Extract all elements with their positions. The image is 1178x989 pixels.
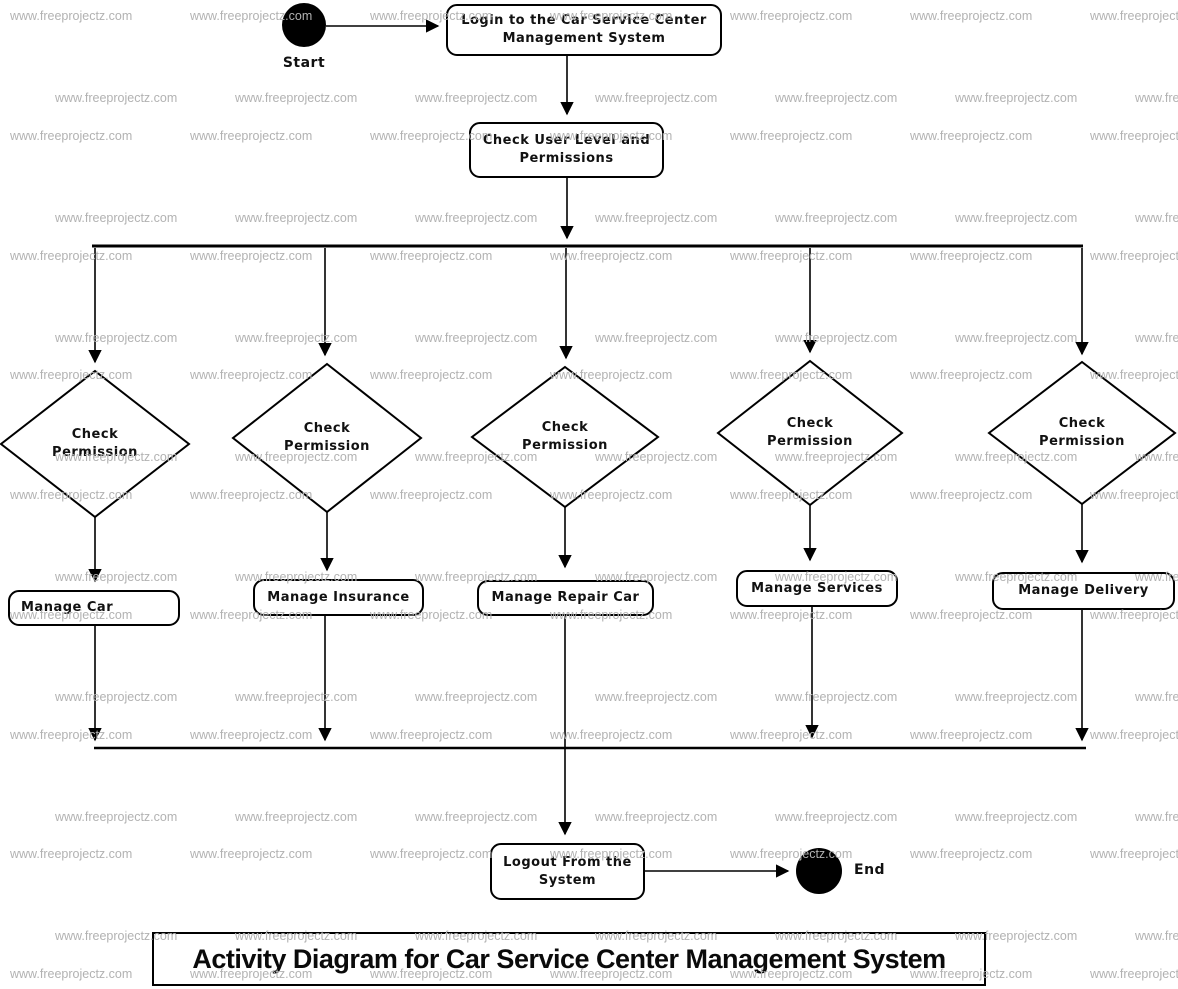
decision-diamond-1	[0, 369, 191, 519]
activity-manage-insurance: Manage Insurance	[253, 579, 424, 616]
activity-check-user-level: Check User Level and Permissions	[469, 122, 664, 178]
start-node	[282, 3, 326, 47]
decision-label-4: Check Permission	[767, 416, 853, 449]
fork-join-bars	[92, 244, 1086, 750]
flow-arrows	[88, 19, 1089, 878]
decision-diamond-2	[231, 362, 423, 514]
decision-label-3: Check Permission	[522, 420, 608, 453]
activity-logout: Logout From the System	[490, 843, 645, 900]
decision-diamond-5	[987, 360, 1177, 506]
decision-label-5: Check Permission	[1039, 416, 1125, 449]
decision-label-1: Check Permission	[52, 427, 138, 460]
diagram-title-box: Activity Diagram for Car Service Center …	[152, 932, 986, 986]
activity-manage-repair-car: Manage Repair Car	[477, 580, 654, 616]
activity-manage-delivery: Manage Delivery	[992, 572, 1175, 610]
decision-diamonds	[0, 359, 1177, 519]
end-label: End	[854, 862, 886, 878]
activity-manage-car: Manage Car	[8, 590, 180, 626]
end-node	[796, 848, 842, 894]
decision-diamond-4	[716, 359, 904, 507]
start-label: Start	[282, 55, 326, 71]
activity-manage-services: Manage Services	[736, 570, 898, 607]
decision-label-2: Check Permission	[284, 421, 370, 454]
decision-diamond-3	[470, 365, 660, 509]
activity-login: Login to the Car Service Center Manageme…	[446, 4, 722, 56]
diagram-title: Activity Diagram for Car Service Center …	[192, 943, 946, 974]
